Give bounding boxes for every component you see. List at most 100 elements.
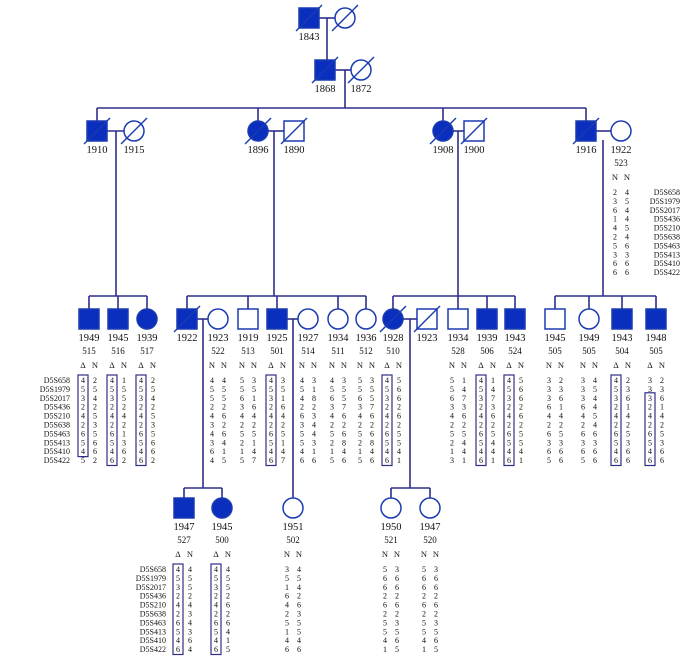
allele-value: 6 [300,412,304,421]
individual-a1[interactable]: 1910 [83,117,111,156]
allele-value: 3 [581,385,585,394]
allele-value: 5 [93,412,97,421]
allele-value: 4 [222,438,226,447]
individual-a3s[interactable]: 1900 [460,117,488,156]
haplotype-header: N [624,172,630,182]
sample-id: 523 [614,158,628,168]
allele-value: 3 [559,385,563,394]
allele-value: 4 [519,447,523,456]
birth-year: 1950 [381,522,402,533]
marker-label: D5S638 [44,421,70,430]
individual-d1s[interactable]: 1923 [413,305,441,344]
birth-year: 1872 [351,84,372,95]
marker-label: D5S210 [140,601,166,610]
birth-year: 1934 [328,333,350,344]
deceased-slash-icon [331,4,359,32]
allele-value: 5 [613,241,617,250]
sample-id: 524 [508,346,522,356]
risk-haplotype-box [265,374,277,467]
sample-id: 513 [241,346,255,356]
allele-value: 2 [110,421,114,430]
allele-value: 2 [342,421,346,430]
individual-a4[interactable]: 1916 [572,117,600,156]
allele-value: 1 [122,376,126,385]
allele-value: 3 [139,394,143,403]
allele-value: 5 [252,429,256,438]
allele-value: 4 [151,394,155,403]
individual-g1m[interactable]: 1843 [295,4,323,43]
birth-year: 1916 [576,145,597,156]
birth-year: 1947 [420,522,441,533]
allele-value: 5 [593,385,597,394]
deceased-slash-icon [429,117,457,145]
individual-a2[interactable]: 1896 [244,117,272,156]
allele-value: 3 [450,456,454,465]
allele-value: 6 [81,429,85,438]
marker-label: D5S463 [654,241,680,250]
allele-value: 4 [214,565,218,574]
allele-value: 2 [614,421,618,430]
allele-value: 6 [397,412,401,421]
individual-g2m[interactable]: 1868 [311,56,339,95]
deceased-slash-icon [120,117,148,145]
allele-value: 5 [383,618,387,627]
allele-value: 6 [422,601,426,610]
allele-value: 5 [660,429,664,438]
allele-value: 5 [507,385,511,394]
birth-year: 1945 [108,333,129,344]
individual-g2f[interactable]: 1872 [347,56,375,95]
birth-year: 1843 [299,32,320,43]
allele-value: 3 [81,394,85,403]
allele-value: 4 [188,601,192,610]
individual-a2s[interactable]: 1890 [280,117,308,156]
allele-value: 3 [581,376,585,385]
allele-value: 5 [297,574,301,583]
allele-value: 4 [491,438,495,447]
individual-c1[interactable]: 1922 [173,305,201,344]
allele-value: 8 [312,394,316,403]
marker-label: D5S422 [140,645,166,654]
haplotype-header: N [209,360,215,370]
allele-value: 4 [330,376,334,385]
individual-g1f[interactable] [331,4,359,32]
allele-value: 1 [281,394,285,403]
allele-value: 5 [479,438,483,447]
allele-value: 5 [81,438,85,447]
allele-value: 4 [81,447,85,456]
individual-a3[interactable]: 1908 [429,117,457,156]
allele-value: 5 [397,376,401,385]
sample-id: 528 [451,346,465,356]
allele-value: 3 [252,376,256,385]
birth-year: 1943 [505,333,526,344]
allele-value: 5 [281,429,285,438]
allele-value: 1 [383,645,387,654]
haplotype-header: N [299,360,305,370]
allele-value: 6 [660,456,664,465]
allele-value: 2 [240,438,244,447]
individual-a1s[interactable]: 1915 [120,117,148,156]
